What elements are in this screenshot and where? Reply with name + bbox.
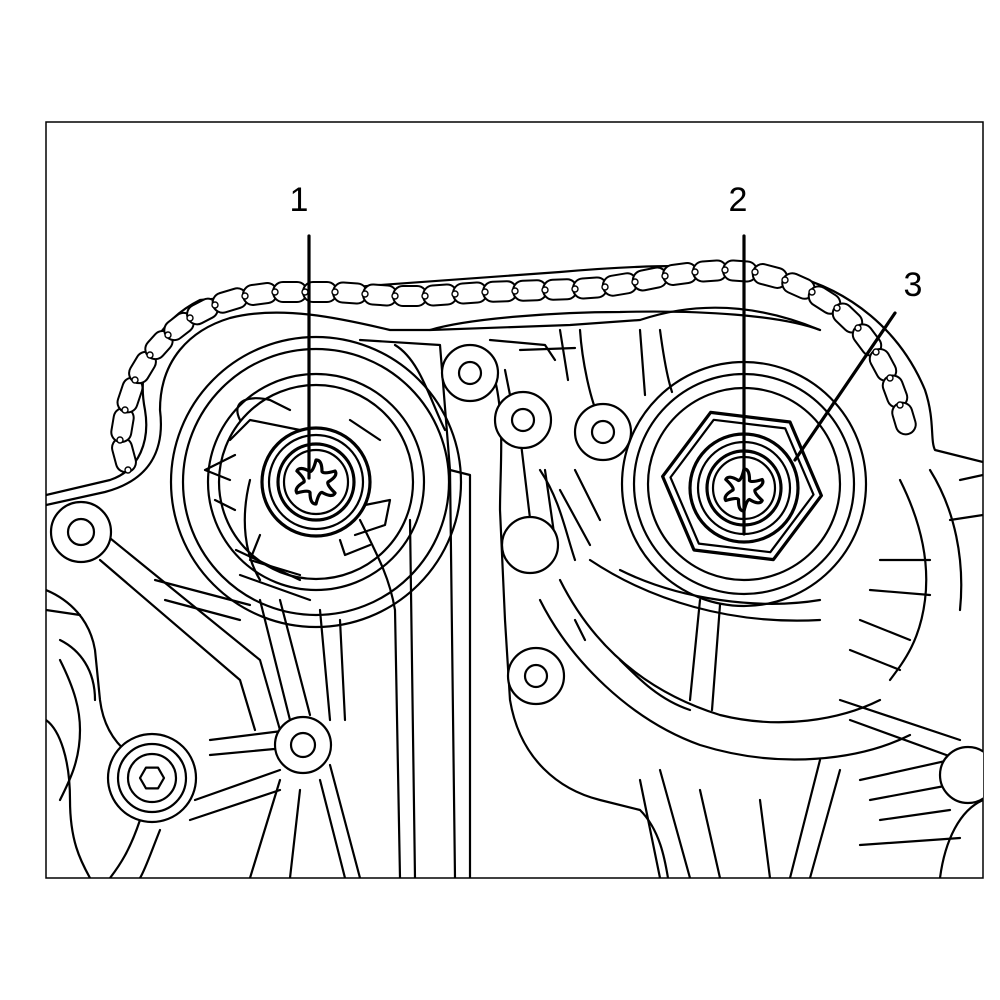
chain-pin [331,288,339,296]
torx-bolt-icon [294,458,338,506]
chain-pin [541,286,549,294]
boss [273,715,333,775]
left-sprocket-bolt [260,426,372,538]
chain-pin [886,374,894,382]
chain-pin [631,278,639,286]
chain-pin [661,272,669,280]
chain-pin [691,268,699,276]
chain-pin [833,304,841,312]
chain-pin [211,301,219,309]
chain-pin [121,406,129,414]
chain-pin [481,288,489,296]
chain-pin [872,348,880,356]
boss [500,515,560,575]
callout-label-2: 2 [729,181,748,219]
chain-pin [896,401,904,409]
chain-pin [301,288,309,296]
chain-pin [571,285,579,293]
chain-pin [361,290,369,298]
chain-pin [511,287,519,295]
engine-housing [46,264,983,878]
chain-pin [451,290,459,298]
boss [506,646,566,706]
hex-nut [661,410,823,562]
callout-label-3: 3 [904,266,923,304]
chain-pin [241,292,249,300]
chain-pin [601,283,609,291]
boss [493,390,553,450]
leader-lines [307,234,897,536]
chain-pin [131,376,139,384]
chain-pin [854,324,862,332]
chain-pin [421,292,429,300]
chain-pin [808,288,816,296]
hex-socket-bolt [106,732,198,824]
boss [938,745,983,805]
chain-pin [781,276,789,284]
chain-pin [116,436,124,444]
chain-pin [124,466,132,474]
right-casting [538,468,983,878]
bolt-bosses [49,343,983,824]
timing-chain [110,259,917,474]
left-camshaft-sprocket [169,335,463,629]
chain-pin [146,351,154,359]
callout-label-1: 1 [290,181,309,219]
left-casting [46,478,417,878]
chain-pin [751,268,759,276]
boss [573,402,633,462]
boss [440,343,500,403]
chain-pin [164,331,172,339]
boss [49,500,113,564]
hex-nut-icon [661,410,823,562]
chain-pin [391,292,399,300]
chain-pin [271,288,279,296]
diagram-frame [45,121,984,879]
leader-line-3 [793,311,897,462]
chain-pin [186,314,194,322]
chain-pin [721,266,729,274]
